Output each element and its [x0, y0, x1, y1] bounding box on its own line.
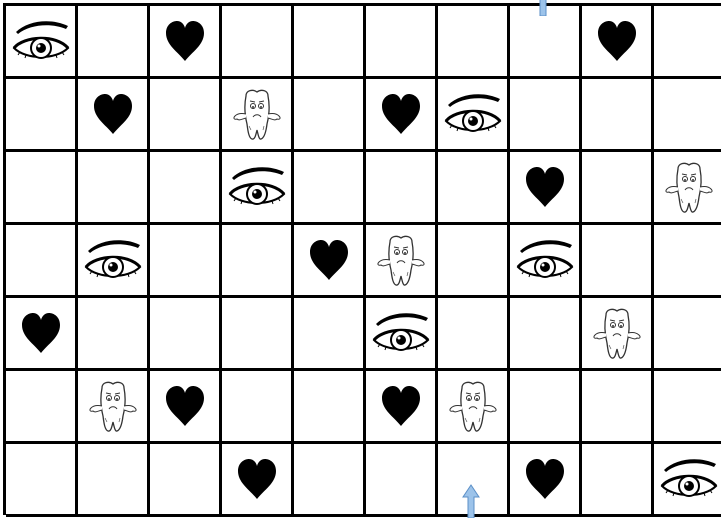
cell-r5-c6[interactable]	[438, 371, 510, 444]
cell-r0-c4[interactable]	[294, 6, 366, 79]
tooth-icon	[227, 86, 287, 142]
tooth-icon	[83, 378, 143, 434]
cell-r1-c8[interactable]	[582, 79, 654, 152]
cell-r6-c2[interactable]	[150, 444, 222, 517]
cell-r2-c4[interactable]	[294, 152, 366, 225]
cell-r6-c4[interactable]	[294, 444, 366, 517]
cell-r5-c1[interactable]	[78, 371, 150, 444]
cell-r4-c7[interactable]	[510, 298, 582, 371]
cell-r0-c1[interactable]	[78, 6, 150, 79]
cell-r2-c8[interactable]	[582, 152, 654, 225]
cell-r2-c7[interactable]	[510, 152, 582, 225]
cell-r5-c7[interactable]	[510, 371, 582, 444]
cell-r4-c1[interactable]	[78, 298, 150, 371]
cell-r3-c6[interactable]	[438, 225, 510, 298]
cell-r6-c1[interactable]	[78, 444, 150, 517]
cell-r4-c2[interactable]	[150, 298, 222, 371]
heart-icon	[524, 457, 566, 501]
cell-r4-c5[interactable]	[366, 298, 438, 371]
cell-r2-c1[interactable]	[78, 152, 150, 225]
heart-icon	[524, 165, 566, 209]
cell-r1-c9[interactable]	[654, 79, 721, 152]
cell-r0-c2[interactable]	[150, 6, 222, 79]
cell-r4-c9[interactable]	[654, 298, 721, 371]
heart-icon	[164, 19, 206, 63]
eye-icon	[226, 164, 288, 210]
cell-r0-c9[interactable]	[654, 6, 721, 79]
arrow-top-icon[interactable]	[534, 0, 552, 20]
cell-r6-c7[interactable]	[510, 444, 582, 517]
heart-icon	[236, 457, 278, 501]
cell-r3-c2[interactable]	[150, 225, 222, 298]
cell-r2-c6[interactable]	[438, 152, 510, 225]
cell-r4-c8[interactable]	[582, 298, 654, 371]
cell-r3-c1[interactable]	[78, 225, 150, 298]
cell-r1-c7[interactable]	[510, 79, 582, 152]
game-board	[3, 3, 721, 515]
heart-icon	[380, 92, 422, 136]
cell-r5-c4[interactable]	[294, 371, 366, 444]
cell-r6-c5[interactable]	[366, 444, 438, 517]
heart-icon	[164, 384, 206, 428]
cell-r0-c0[interactable]	[6, 6, 78, 79]
arrow-bottom-icon[interactable]	[462, 484, 480, 522]
cell-r3-c0[interactable]	[6, 225, 78, 298]
tooth-icon	[443, 378, 503, 434]
cell-r3-c5[interactable]	[366, 225, 438, 298]
cell-r1-c5[interactable]	[366, 79, 438, 152]
cell-r5-c8[interactable]	[582, 371, 654, 444]
cell-r1-c4[interactable]	[294, 79, 366, 152]
cell-r1-c0[interactable]	[6, 79, 78, 152]
cell-r5-c0[interactable]	[6, 371, 78, 444]
cell-r3-c3[interactable]	[222, 225, 294, 298]
cell-r0-c8[interactable]	[582, 6, 654, 79]
cell-r6-c9[interactable]	[654, 444, 721, 517]
eye-icon	[442, 91, 504, 137]
tooth-icon	[587, 305, 647, 361]
cell-r4-c3[interactable]	[222, 298, 294, 371]
eye-icon	[82, 237, 144, 283]
cell-r0-c6[interactable]	[438, 6, 510, 79]
heart-icon	[308, 238, 350, 282]
cell-r5-c2[interactable]	[150, 371, 222, 444]
cell-r2-c2[interactable]	[150, 152, 222, 225]
cell-r1-c1[interactable]	[78, 79, 150, 152]
cell-r3-c4[interactable]	[294, 225, 366, 298]
heart-icon	[596, 19, 638, 63]
cell-r2-c3[interactable]	[222, 152, 294, 225]
cell-r5-c5[interactable]	[366, 371, 438, 444]
cell-r6-c3[interactable]	[222, 444, 294, 517]
heart-icon	[20, 311, 62, 355]
cell-r6-c8[interactable]	[582, 444, 654, 517]
cell-r5-c9[interactable]	[654, 371, 721, 444]
cell-r4-c6[interactable]	[438, 298, 510, 371]
cell-r4-c0[interactable]	[6, 298, 78, 371]
cell-r3-c9[interactable]	[654, 225, 721, 298]
heart-icon	[92, 92, 134, 136]
cell-r3-c7[interactable]	[510, 225, 582, 298]
cell-r3-c8[interactable]	[582, 225, 654, 298]
cell-r2-c0[interactable]	[6, 152, 78, 225]
cell-r1-c6[interactable]	[438, 79, 510, 152]
cell-r6-c0[interactable]	[6, 444, 78, 517]
cell-r5-c3[interactable]	[222, 371, 294, 444]
cell-r0-c3[interactable]	[222, 6, 294, 79]
tooth-icon	[659, 159, 719, 215]
eye-icon	[370, 310, 432, 356]
eye-icon	[10, 18, 72, 64]
eye-icon	[658, 456, 720, 502]
cell-r0-c5[interactable]	[366, 6, 438, 79]
cell-r4-c4[interactable]	[294, 298, 366, 371]
tooth-icon	[371, 232, 431, 288]
cell-r1-c3[interactable]	[222, 79, 294, 152]
cell-r1-c2[interactable]	[150, 79, 222, 152]
heart-icon	[380, 384, 422, 428]
eye-icon	[514, 237, 576, 283]
cell-r2-c5[interactable]	[366, 152, 438, 225]
cell-r2-c9[interactable]	[654, 152, 721, 225]
